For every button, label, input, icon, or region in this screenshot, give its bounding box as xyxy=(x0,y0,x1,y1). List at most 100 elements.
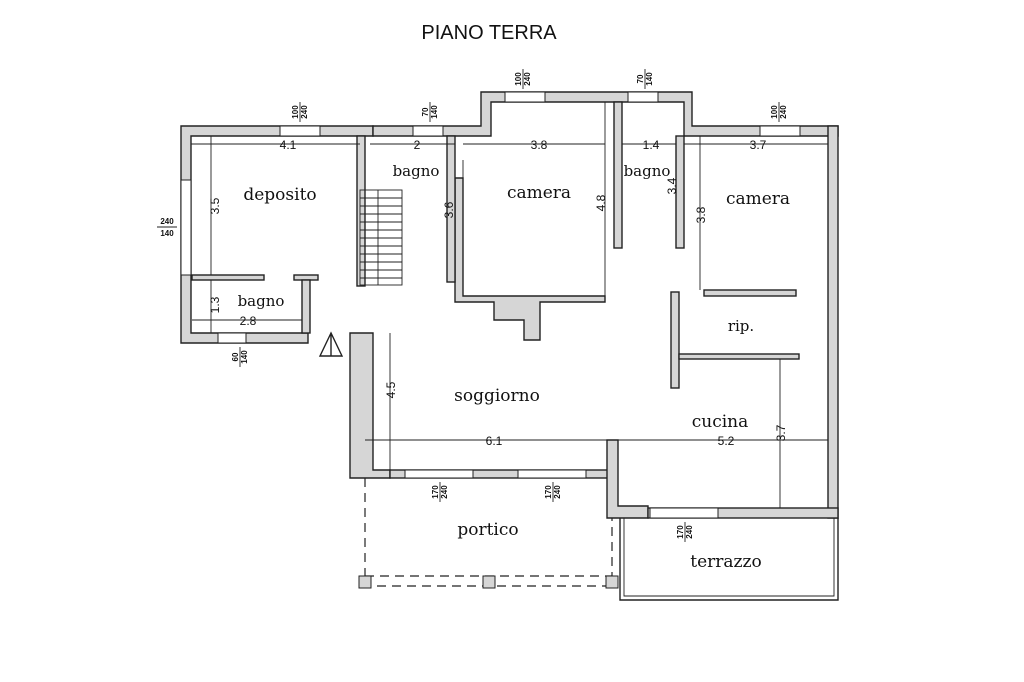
entrance-icon xyxy=(318,331,344,357)
room-cucina: cucina xyxy=(692,412,749,432)
svg-text:170: 170 xyxy=(431,485,440,499)
svg-text:70: 70 xyxy=(636,74,645,83)
window-label-deposito-left: 240 140 xyxy=(157,217,177,238)
wall-deposito-right xyxy=(356,135,366,287)
dim-soggiorno-width: 6.1 xyxy=(486,434,503,448)
svg-text:100: 100 xyxy=(291,105,300,119)
dim-bagno-stair-width: 2 xyxy=(414,138,421,152)
window-label-soggiorno-1: 170 240 xyxy=(431,482,449,502)
room-camera-center: camera xyxy=(507,183,571,203)
svg-text:240: 240 xyxy=(779,105,788,119)
dim-bagno-center-width: 1.4 xyxy=(643,138,660,152)
window-deposito-top xyxy=(279,125,321,137)
wall-right xyxy=(827,125,839,519)
window-cucina-bottom xyxy=(649,507,719,519)
svg-text:240: 240 xyxy=(300,105,309,119)
svg-text:140: 140 xyxy=(160,229,174,238)
window-label-soggiorno-2: 170 240 xyxy=(544,482,562,502)
dim-cucina-depth: 3.7 xyxy=(774,424,788,441)
dim-camera-center-depth: 4.8 xyxy=(594,194,608,211)
window-label-bagno-left-bottom: 60 140 xyxy=(231,347,249,367)
wall-cucina-bottom xyxy=(647,507,839,519)
room-deposito: deposito xyxy=(243,185,316,205)
room-bagno-center: bagno xyxy=(624,162,671,180)
dim-soggiorno-depth: 4.5 xyxy=(384,381,398,398)
window-label-camera-center-top: 100 240 xyxy=(514,69,532,89)
room-bagno-stair: bagno xyxy=(393,162,440,180)
room-rip: rip. xyxy=(728,317,754,335)
room-soggiorno: soggiorno xyxy=(454,386,540,406)
dim-bagno-left-depth: 1.3 xyxy=(208,296,222,313)
dim-deposito-depth: 3.5 xyxy=(208,197,222,214)
window-label-camera-right-top: 100 240 xyxy=(770,102,788,122)
dim-bagno-center-depth: 3.4 xyxy=(665,177,679,194)
plan-title: PIANO TERRA xyxy=(421,22,557,44)
wall-bagno-center-left xyxy=(613,101,623,249)
dimension-values: 4.1 3.5 1.3 2.8 2 3.6 3.8 4.8 1.4 3.4 3.… xyxy=(208,138,788,448)
room-portico: portico xyxy=(457,520,518,540)
portico-outline xyxy=(358,478,619,589)
window-label-cucina-bottom: 170 240 xyxy=(676,522,694,542)
wall-soggiorno-left xyxy=(349,332,391,479)
dim-cucina-width: 5.2 xyxy=(718,434,735,448)
stair-outline xyxy=(359,189,403,286)
window-bagno-left-bottom xyxy=(217,332,247,344)
svg-text:170: 170 xyxy=(544,485,553,499)
wall-bagno-left-door xyxy=(293,274,319,281)
svg-text:100: 100 xyxy=(770,105,779,119)
pillar-3 xyxy=(605,575,619,589)
room-bagno-left: bagno xyxy=(238,292,285,310)
svg-text:140: 140 xyxy=(240,350,249,364)
wall-step xyxy=(606,439,649,519)
svg-text:240: 240 xyxy=(685,525,694,539)
svg-text:140: 140 xyxy=(430,105,439,119)
svg-text:240: 240 xyxy=(160,217,174,226)
room-camera-right: camera xyxy=(726,189,790,209)
wall-rip-left xyxy=(670,291,680,389)
pillar-1 xyxy=(358,575,372,589)
dim-camera-center-width: 3.8 xyxy=(531,138,548,152)
wall-bagno-stair xyxy=(446,135,456,283)
svg-text:240: 240 xyxy=(553,485,562,499)
svg-text:170: 170 xyxy=(676,525,685,539)
window-soggiorno-2 xyxy=(517,469,587,479)
window-bagno-stair-top xyxy=(412,125,444,137)
walls xyxy=(180,91,839,519)
window-camera-right-top xyxy=(759,125,801,137)
svg-text:240: 240 xyxy=(523,72,532,86)
terrazzo-edge xyxy=(619,518,839,601)
window-label-bagno-stair-top: 70 140 xyxy=(421,102,439,122)
room-terrazzo: terrazzo xyxy=(690,552,761,572)
window-label-deposito-top: 100 240 xyxy=(291,102,309,122)
svg-text:240: 240 xyxy=(440,485,449,499)
terrazzo-edge-inner xyxy=(623,518,835,597)
dim-camera-right-depth: 3.8 xyxy=(694,206,708,223)
window-camera-center-top xyxy=(504,91,546,103)
wall-camera-right-bottom xyxy=(703,289,797,297)
dimension-lines xyxy=(191,102,828,508)
dim-camera-right-width: 3.7 xyxy=(750,138,767,152)
svg-text:100: 100 xyxy=(514,72,523,86)
svg-text:60: 60 xyxy=(231,352,240,361)
dim-deposito-width: 4.1 xyxy=(280,138,297,152)
window-soggiorno-1 xyxy=(404,469,474,479)
svg-text:140: 140 xyxy=(645,72,654,86)
svg-text:70: 70 xyxy=(421,107,430,116)
wall-bagno-left-right xyxy=(301,279,311,334)
window-label-bagno-center-top: 70 140 xyxy=(636,69,654,89)
wall-camera-center-bottom xyxy=(454,177,606,341)
wall-bagno-left-top xyxy=(191,274,265,281)
room-labels: deposito bagno bagno camera bagno camera… xyxy=(238,162,790,572)
window-deposito-left xyxy=(180,179,192,276)
pillar-2 xyxy=(482,575,496,589)
window-labels: 100 240 240 140 70 140 100 240 70 140 10… xyxy=(157,69,788,542)
stair-treads xyxy=(360,197,402,279)
terrazzo-outline xyxy=(619,518,839,601)
staircase xyxy=(359,189,403,286)
dim-bagno-stair-depth: 3.6 xyxy=(442,201,456,218)
wall-rip-bottom xyxy=(678,353,800,360)
dim-bagno-left-width: 2.8 xyxy=(240,314,257,328)
window-bagno-center-top xyxy=(627,91,659,103)
window-openings xyxy=(180,91,801,519)
